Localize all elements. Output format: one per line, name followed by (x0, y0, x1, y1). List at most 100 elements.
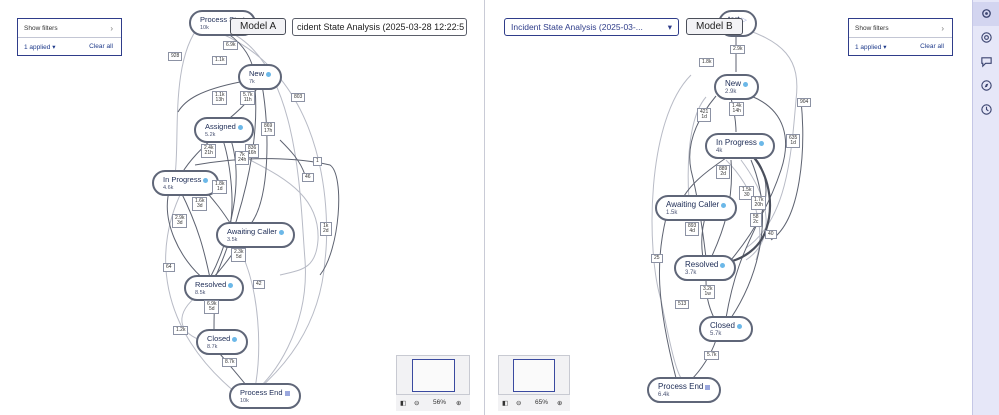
info-dot-icon (743, 81, 749, 87)
chevron-right-icon: › (110, 24, 113, 33)
edge-label: 42 (253, 280, 265, 289)
filter-panel: Show filters › 1 applied ▾ Clear all (848, 18, 953, 56)
fit-view-icon[interactable]: ◧ (502, 400, 509, 407)
node-resolved[interactable]: Resolved 3.7k (674, 255, 737, 281)
show-filters-label: Show filters (24, 25, 58, 32)
node-label: Closed (207, 334, 231, 343)
node-label: Process Start (200, 15, 246, 24)
edge-label: 513 (675, 300, 690, 309)
node-label: Closed (710, 321, 735, 330)
filter-panel: Show filters › 1 applied ▾ Clear all (17, 18, 122, 56)
edge-label: 5.7k (704, 351, 720, 360)
clear-all-link[interactable]: Clear all (920, 43, 944, 50)
zoom-in-icon[interactable]: ⊕ (557, 400, 563, 407)
chevron-right-icon: › (941, 24, 944, 33)
analysis-title: Incident State Analysis (2025-03-... (511, 22, 643, 32)
applied-filters-dropdown[interactable]: 1 applied ▾ (855, 44, 887, 51)
fit-view-icon[interactable]: ◧ (400, 400, 407, 407)
info-dot-icon (736, 323, 742, 329)
node-count: 3.5k (227, 237, 238, 243)
node-count: 1.5k (666, 210, 678, 216)
node-awaiting-caller[interactable]: Awaiting Caller 1.5k (655, 195, 738, 221)
node-count: 6.4k (658, 392, 670, 398)
node-closed[interactable]: Closed 8.7k (196, 329, 249, 355)
clear-all-link[interactable]: Clear all (89, 43, 113, 50)
node-in-progress[interactable]: In Progress 4k (705, 133, 775, 159)
zoom-in-icon[interactable]: ⊕ (456, 400, 462, 407)
model-a-tag: Model A (230, 18, 287, 35)
zoom-out-icon[interactable]: ⊖ (414, 400, 420, 407)
edge-label: 1.2k (173, 326, 189, 335)
zoom-controls: ◧ ⊖ 65% ⊕ (498, 395, 570, 411)
zoom-level: 65% (535, 399, 549, 406)
edge-label: 1.8k (699, 58, 715, 67)
edge-label: 6.9k (223, 41, 239, 50)
node-new[interactable]: New 7k (238, 64, 283, 90)
end-square-icon (284, 390, 290, 396)
node-count: 5.7k (710, 331, 722, 337)
edge-label: 803 (291, 93, 306, 102)
info-dot-icon (203, 177, 209, 183)
info-dot-icon (228, 282, 234, 288)
node-resolved[interactable]: Resolved 8.5k (184, 275, 245, 301)
model-b-tag: Model B (686, 18, 743, 35)
edge-label: 1 (313, 157, 322, 166)
zoom-out-icon[interactable]: ⊖ (516, 400, 522, 407)
node-process-end[interactable]: Process End 6.4k (647, 377, 722, 403)
node-in-progress[interactable]: In Progress 4.6k (152, 170, 220, 196)
info-dot-icon (278, 229, 284, 235)
info-dot-icon (758, 140, 764, 146)
node-process-end[interactable]: Process End 10k (229, 383, 301, 409)
minimap-viewport[interactable] (513, 359, 555, 392)
node-awaiting-caller[interactable]: Awaiting Caller 3.5k (216, 222, 295, 248)
process-graph-a (165, 24, 340, 393)
info-dot-icon (232, 336, 238, 342)
node-label: Awaiting Caller (227, 227, 277, 236)
chat-icon[interactable] (973, 50, 999, 74)
node-closed[interactable]: Closed 5.7k (699, 316, 753, 342)
show-filters-button[interactable]: Show filters › (849, 19, 952, 38)
node-count: 10k (200, 25, 209, 31)
node-count: 8.5k (195, 290, 206, 296)
compass-icon[interactable] (973, 74, 999, 98)
caret-down-icon: ▾ (667, 22, 672, 32)
model-a-pane: Show filters › 1 applied ▾ Clear all Pro… (0, 0, 485, 415)
edge-label: 1.1k (212, 56, 228, 65)
node-label: New (725, 79, 742, 88)
minimap[interactable] (396, 355, 470, 395)
play-icon: ▷ (741, 17, 747, 24)
node-label: Assigned (205, 122, 236, 131)
show-filters-button[interactable]: Show filters › (18, 19, 121, 38)
analysis-title-dropdown[interactable]: Incident State Analysis (2025-03-... ▾ (504, 18, 679, 36)
node-count: 7k (249, 79, 255, 85)
end-square-icon (705, 384, 711, 390)
edge-label: 904 (797, 98, 812, 107)
node-assigned[interactable]: Assigned 5.2k (194, 117, 254, 143)
node-new[interactable]: New 2.9k (714, 74, 760, 100)
node-label: Resolved (195, 280, 227, 289)
node-label: In Progress (716, 138, 757, 147)
settings-icon[interactable] (973, 2, 999, 26)
zoom-level: 56% (433, 399, 447, 406)
target-icon[interactable] (973, 26, 999, 50)
node-label: Resolved (685, 260, 719, 269)
history-icon[interactable] (973, 98, 999, 122)
applied-filters-dropdown[interactable]: 1 applied ▾ (24, 44, 56, 51)
minimap-viewport[interactable] (412, 359, 455, 392)
minimap[interactable] (498, 355, 570, 395)
edge-label: 2.9k (730, 45, 746, 54)
edge-label: 25 (651, 254, 663, 263)
